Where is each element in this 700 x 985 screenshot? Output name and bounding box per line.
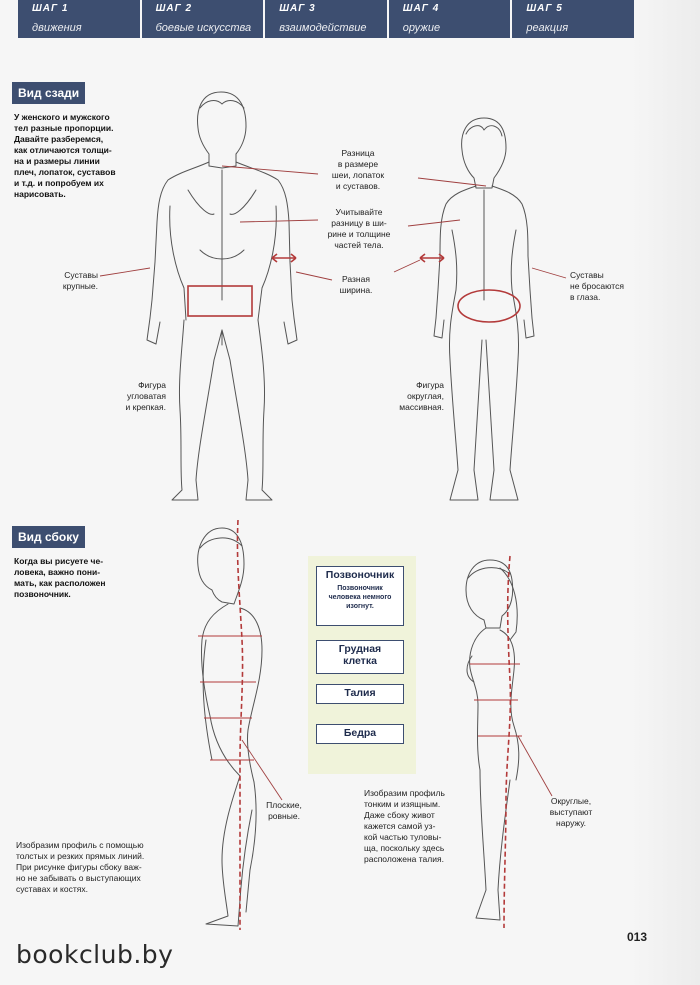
step-number: ШАГ 5 xyxy=(526,3,563,14)
step-name: оружие xyxy=(402,22,441,34)
step-name: боевые искусства xyxy=(155,22,252,34)
waist-box: Талия xyxy=(316,684,404,704)
female-spine-line xyxy=(503,555,512,929)
watermark: bookclub.by xyxy=(16,940,174,969)
side-view-intro: Когда вы рисуете че-ловека, важно пони-м… xyxy=(14,556,106,599)
male-spine-line xyxy=(236,519,244,930)
male-side-figure xyxy=(197,527,263,927)
step-number: ШАГ 3 xyxy=(279,3,316,14)
step-name: взаимодействие xyxy=(279,22,367,34)
step-navigation: ШАГ 1 движения ШАГ 2 боевые искусства ША… xyxy=(18,0,634,38)
note-flat: Плоские,ровные. xyxy=(266,800,302,821)
step-number: ШАГ 2 xyxy=(155,3,193,14)
female-width-arrow xyxy=(419,253,445,263)
step-5: ШАГ 5 реакция xyxy=(510,0,634,38)
step-4: ШАГ 4 оружие xyxy=(386,0,511,38)
spine-box: Позвоночник Позвоночник человека немного… xyxy=(316,566,404,626)
male-width-arrow xyxy=(271,253,297,263)
step-2: ШАГ 2 боевые искусства xyxy=(139,0,264,38)
male-back-figure xyxy=(146,91,298,501)
page-gutter xyxy=(630,0,700,985)
page-number: 013 xyxy=(627,930,648,944)
step-name: движения xyxy=(32,22,82,34)
female-side-figure xyxy=(465,559,520,921)
step-number: ШАГ 4 xyxy=(402,3,440,14)
female-hip-ellipse xyxy=(457,289,521,323)
male-hip-box xyxy=(187,285,253,317)
step-number: ШАГ 1 xyxy=(32,3,69,14)
step-3: ШАГ 3 взаимодействие xyxy=(263,0,387,38)
female-back-figure xyxy=(433,117,535,501)
step-1: ШАГ 1 движения xyxy=(18,0,140,38)
step-name: реакция xyxy=(526,22,569,34)
hips-box: Бедра xyxy=(316,724,404,744)
back-view-title: Вид сзади xyxy=(12,82,86,104)
side-view-title: Вид сбоку xyxy=(12,526,85,548)
